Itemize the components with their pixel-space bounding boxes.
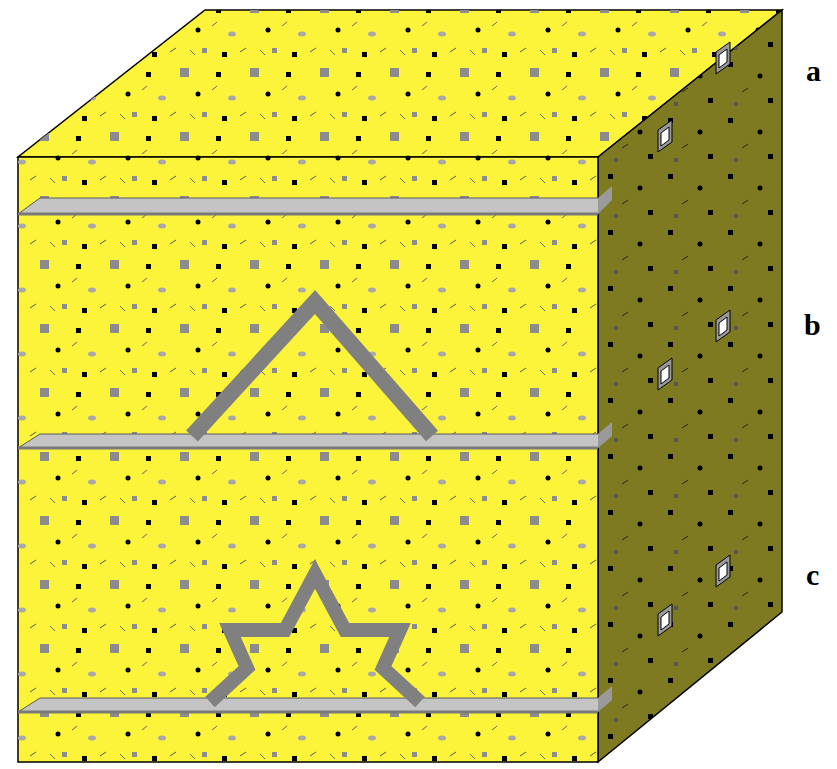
layer-label: c [806,560,819,590]
layer-label: a [806,56,821,86]
layer-label: b [804,310,821,340]
